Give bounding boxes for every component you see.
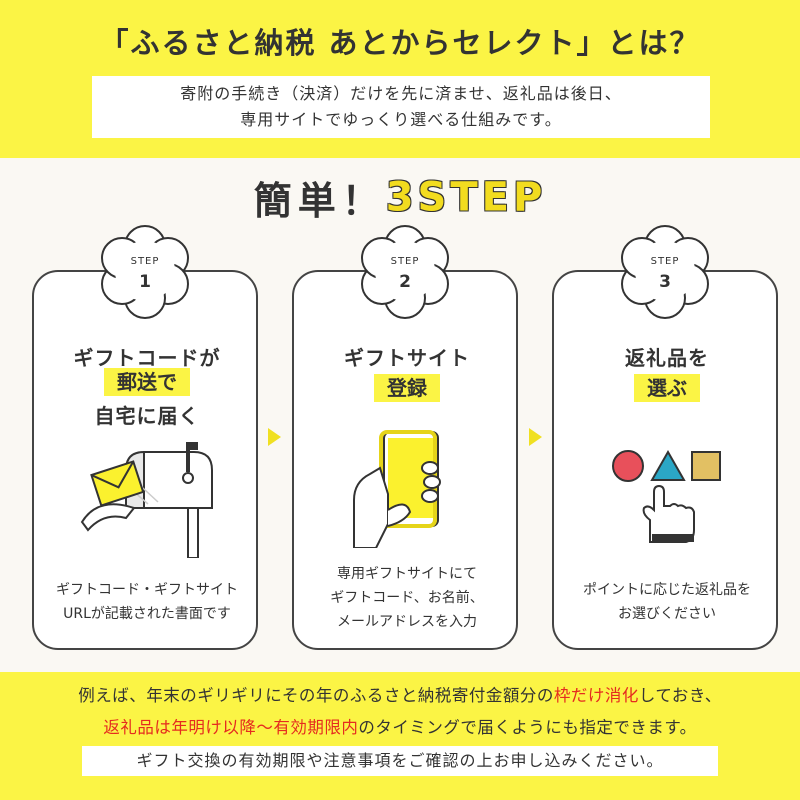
step-arrow-icon [529,428,542,446]
step-1-heading-highlight: 郵送で [104,368,190,396]
steps-heading-jp: 簡単！ [253,179,386,223]
footer-banner [0,672,800,800]
note-2-text: のタイミングで届くようにも指定できます。 [358,718,697,737]
note-1-text: 例えば、年末のギリギリにその年のふるさと納税寄付金額分の [78,686,554,705]
footer-notice: ギフト交換の有効期限や注意事項をご確認の上お申し込みください。 [82,746,718,776]
step-card-3: 返礼品を 選ぶ ポイントに応じた返礼品を お選びください [552,270,778,650]
step-card-1: ギフトコードが 郵送で 自宅に届く ギフトコード・ギフトサイト URLが記載され… [32,270,258,650]
footer-note-1: 例えば、年末のギリギリにその年のふるさと納税寄付金額分の枠だけ消化しておき、 [0,682,800,706]
step-2-desc-line: メールアドレスを入力 [337,614,477,630]
step-2-description: 専用ギフトサイトにて ギフトコード、お名前、 メールアドレスを入力 [294,562,520,634]
hand-holding-phone-icon [353,430,441,548]
step-1-description: ギフトコード・ギフトサイト URLが記載された書面です [34,578,260,626]
note-1-highlight: 枠だけ消化 [553,686,639,705]
step-1-heading-bottom: 自宅に届く [94,404,200,428]
step-1-desc-line: ギフトコード・ギフトサイト [56,582,238,598]
flower-badge-shape [101,225,189,319]
note-1-text-end: しておき、 [638,686,722,705]
step-2-heading-highlight: 登録 [374,374,440,402]
step-3-description: ポイントに応じた返礼品を お選びください [554,578,780,626]
step-1-badge: STEP 1 [96,224,194,322]
step-3-heading-highlight: 選ぶ [634,374,700,402]
step-3-badge-number: 3 [659,272,671,292]
step-card-2: ギフトサイト 登録 専用ギフトサイトにて ギフトコード、お名前、 メールアドレス… [292,270,518,650]
step-3-desc-line: ポイントに応じた返礼品を [583,582,751,598]
flower-badge-shape [621,225,709,319]
step-3-desc-line: お選びください [618,606,716,622]
intro-box: 寄附の手続き（決済）だけを先に済ませ、返礼品は後日、 専用サイトでゆっくり選べる… [92,76,710,138]
step-2-heading-top: ギフトサイト [344,346,470,370]
step-2-badge: STEP 2 [356,224,454,322]
step-arrow-icon [268,428,281,446]
steps-heading: 簡単！3STEP [0,170,800,225]
intro-line: 専用サイトでゆっくり選べる仕組みです。 [240,110,562,129]
step-1-desc-line: URLが記載された書面です [63,606,231,622]
page-title: 「ふるさと納税 あとからセレクト」とは？ [99,26,701,60]
step-3-badge: STEP 3 [616,224,714,322]
step-2-badge-label: STEP [390,256,420,267]
step-3-heading-top: 返礼品を [625,346,709,370]
intro-line: 寄附の手続き（決済）だけを先に済ませ、返礼品は後日、 [180,84,622,103]
step-2-badge-number: 2 [399,272,411,292]
step-1-badge-label: STEP [130,256,160,267]
step-2-desc-line: ギフトコード、お名前、 [330,590,484,606]
step-2-desc-line: 専用ギフトサイトにて [337,566,477,582]
step-3-badge-label: STEP [650,256,680,267]
note-2-highlight: 返礼品は年明け以降〜有効期限内 [103,718,359,737]
step-1-badge-number: 1 [139,272,151,292]
step-1-heading-top: ギフトコードが [73,346,221,370]
steps-heading-en: 3STEP [385,174,547,221]
footer-note-2: 返礼品は年明け以降〜有効期限内のタイミングで届くようにも指定できます。 [0,714,800,738]
flower-badge-shape [361,225,449,319]
shapes-and-pointing-hand-icon [612,449,721,543]
mailbox-with-envelope-icon [80,442,213,558]
